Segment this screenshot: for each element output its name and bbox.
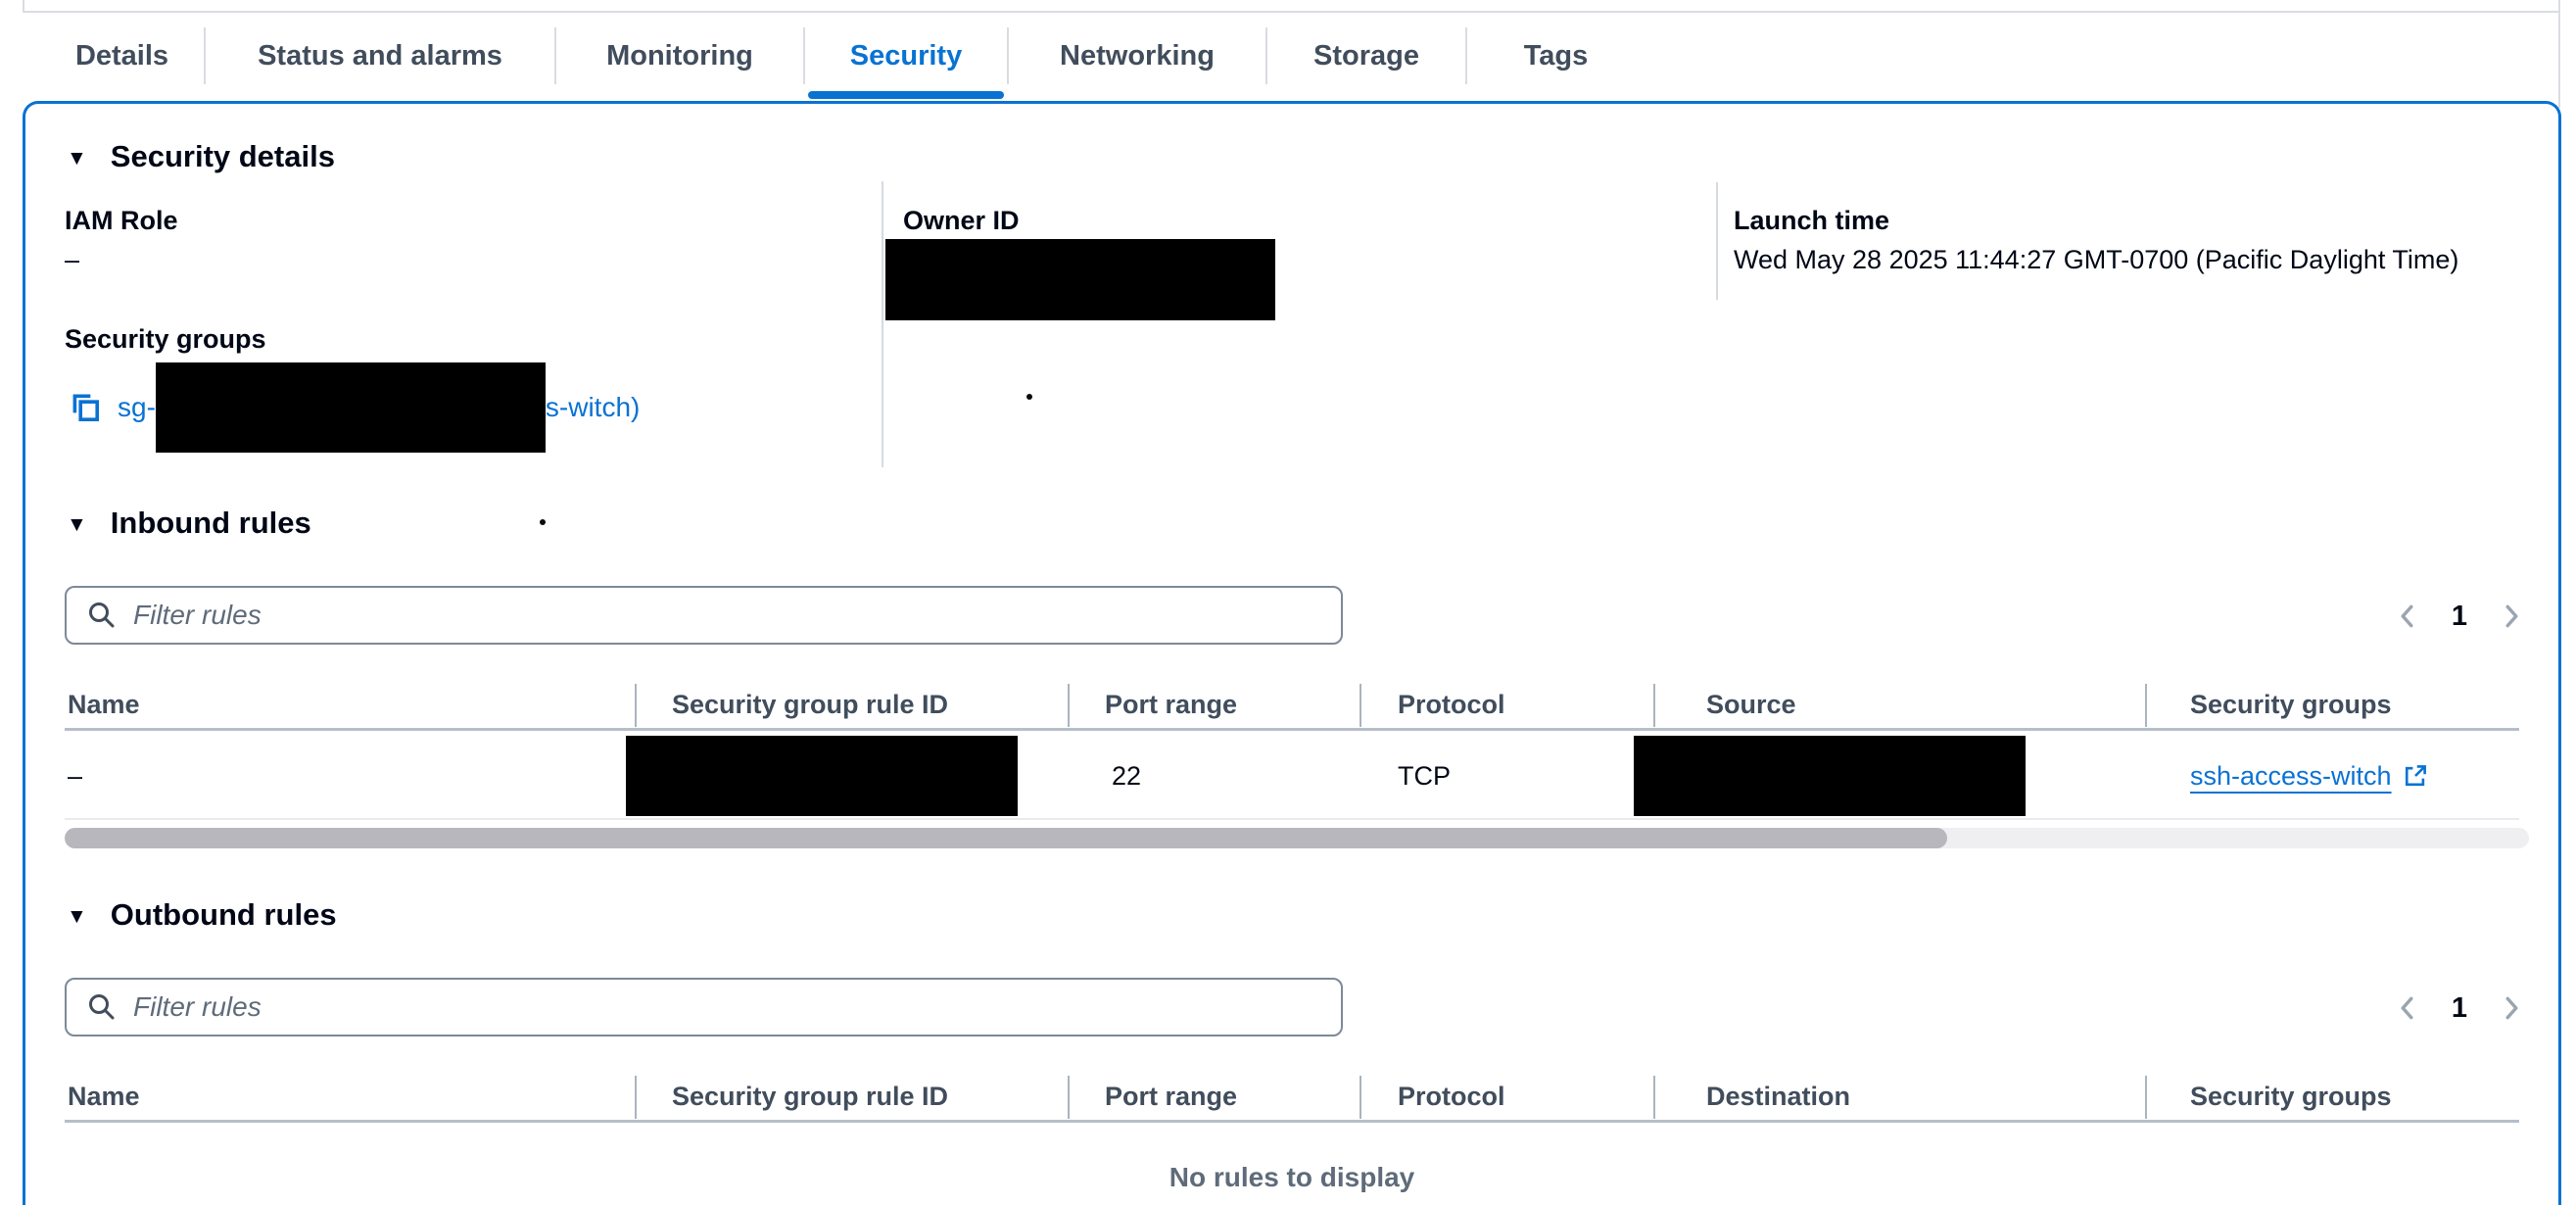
redacted-rule-id <box>626 736 1018 816</box>
inbound-filter <box>65 586 1343 645</box>
security-group-link-prefix: sg- <box>118 392 156 422</box>
security-groups-label: Security groups <box>65 324 266 354</box>
collapse-caret-icon: ▼ <box>67 147 87 169</box>
inbound-page-number: 1 <box>2451 600 2467 632</box>
iam-role-value: – <box>65 245 80 274</box>
inbound-rule-row: – 22 TCP ssh-access-witch <box>65 734 2519 820</box>
owner-id-label: Owner ID <box>903 206 1020 235</box>
tab-monitoring[interactable]: Monitoring <box>554 13 804 99</box>
security-panel: ▼ Security details IAM Role – Security g… <box>23 101 2561 1205</box>
collapse-caret-icon: ▼ <box>67 905 87 928</box>
column-header-name: Name <box>68 1082 140 1111</box>
cell-port-range: 22 <box>1112 760 1142 791</box>
cell-security-group-rule-id <box>626 734 1068 818</box>
inbound-pagination: 1 <box>2394 591 2525 642</box>
outbound-page-number: 1 <box>2451 991 2467 1024</box>
top-divider <box>23 11 2560 13</box>
inbound-rules-header[interactable]: ▼ Inbound rules <box>67 506 311 541</box>
tab-details[interactable]: Details <box>74 39 169 72</box>
cell-name: – <box>68 760 83 791</box>
redacted-source <box>1634 736 2026 816</box>
search-icon <box>86 991 118 1023</box>
artifact-dot <box>1026 394 1032 400</box>
launch-time-value: Wed May 28 2025 11:44:27 GMT-0700 (Pacif… <box>1734 245 2459 274</box>
column-header-security-groups: Security groups <box>2145 1074 2519 1120</box>
cell-security-groups: ssh-access-witch <box>2145 734 2519 818</box>
tab-bar: Details Status and alarms Monitoring Sec… <box>39 13 1646 99</box>
top-right-tick <box>2558 0 2560 108</box>
launch-time-label: Launch time <box>1734 206 1890 235</box>
column-header-protocol: Protocol <box>1360 682 1653 728</box>
next-page-icon[interactable] <box>2499 602 2525 631</box>
outbound-pagination: 1 <box>2394 983 2525 1034</box>
outbound-rules-title: Outbound rules <box>110 897 337 932</box>
redacted-security-group-id <box>155 362 546 453</box>
outbound-table-header: Name Security group rule ID Port range P… <box>65 1074 2519 1123</box>
external-link-icon <box>2405 765 2426 787</box>
tab-tags[interactable]: Tags <box>1465 13 1646 99</box>
horizontal-scrollbar-thumb[interactable] <box>65 828 1947 848</box>
next-page-icon[interactable] <box>2499 993 2525 1023</box>
inbound-rules-title: Inbound rules <box>110 506 311 540</box>
security-group-link[interactable]: sg- s-witch) <box>118 362 640 453</box>
iam-role-label: IAM Role <box>65 206 178 235</box>
column-header-security-groups: Security groups <box>2145 682 2519 728</box>
outbound-filter-input[interactable] <box>133 991 1331 1023</box>
previous-page-icon[interactable] <box>2394 602 2420 631</box>
tab-networking[interactable]: Networking <box>1007 13 1266 99</box>
search-icon <box>86 600 118 631</box>
security-group-link-label: ssh-access-witch <box>2190 760 2392 791</box>
column-divider <box>1716 182 1718 300</box>
cell-protocol: TCP <box>1398 760 1451 791</box>
cell-source <box>1634 734 2145 818</box>
column-header-protocol: Protocol <box>1360 1074 1653 1120</box>
tab-security[interactable]: Security <box>803 13 1008 99</box>
previous-page-icon[interactable] <box>2394 993 2420 1023</box>
column-header-source: Source <box>1653 682 2145 728</box>
column-header-name: Name <box>68 690 140 719</box>
security-details-title: Security details <box>110 139 335 173</box>
inbound-table-header: Name Security group rule ID Port range P… <box>65 682 2519 731</box>
outbound-empty-message: No rules to display <box>1169 1162 1415 1192</box>
copy-icon[interactable] <box>69 391 102 424</box>
outbound-rules-header[interactable]: ▼ Outbound rules <box>67 897 337 933</box>
redacted-owner-id <box>885 239 1275 320</box>
column-header-security-group-rule-id: Security group rule ID <box>635 682 1068 728</box>
inbound-filter-input[interactable] <box>133 600 1331 631</box>
artifact-dot <box>540 519 546 525</box>
column-header-destination: Destination <box>1653 1074 2145 1120</box>
column-divider <box>882 181 883 467</box>
security-details-header[interactable]: ▼ Security details <box>67 139 335 174</box>
column-header-port-range: Port range <box>1068 682 1360 728</box>
outbound-filter <box>65 978 1343 1036</box>
collapse-caret-icon: ▼ <box>67 513 87 536</box>
tab-storage[interactable]: Storage <box>1265 13 1466 99</box>
security-group-link-suffix: s-witch) <box>545 392 641 422</box>
top-left-tick <box>23 0 24 11</box>
security-group-row: sg- s-witch) <box>69 361 640 455</box>
security-group-external-link[interactable]: ssh-access-witch <box>2190 761 2429 792</box>
horizontal-scrollbar-track[interactable] <box>65 828 2529 848</box>
tab-status-and-alarms[interactable]: Status and alarms <box>204 13 555 99</box>
column-header-port-range: Port range <box>1068 1074 1360 1120</box>
column-header-security-group-rule-id: Security group rule ID <box>635 1074 1068 1120</box>
